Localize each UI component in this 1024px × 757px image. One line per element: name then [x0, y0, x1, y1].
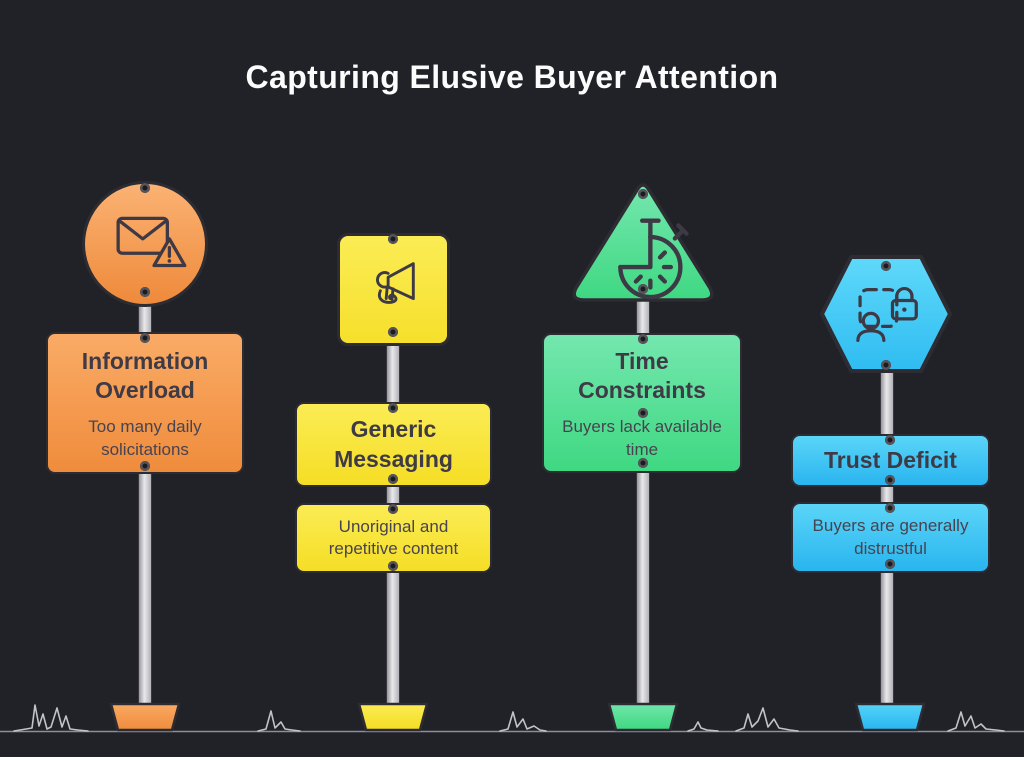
sign-title: Generic Messaging — [334, 416, 453, 472]
screw-icon — [388, 474, 398, 484]
triangle-shape-time-constraints — [572, 183, 714, 302]
screw-icon — [638, 408, 648, 418]
ground-and-bases — [0, 702, 1024, 733]
screw-icon — [885, 435, 895, 445]
screw-icon — [881, 261, 891, 271]
screw-icon — [885, 475, 895, 485]
sign-subtitle: Unoriginal and repetitive content — [328, 516, 459, 558]
signpost-pole-1 — [138, 245, 152, 710]
screw-icon — [638, 458, 648, 468]
page-title: Capturing Elusive Buyer Attention — [245, 59, 779, 96]
screw-icon — [140, 183, 150, 193]
sign-title: Time Constraints — [578, 348, 706, 404]
hexagon-shape-trust-deficit — [820, 255, 952, 373]
sign-subtitle: Too many daily solicitations — [88, 417, 202, 459]
base-trust-deficit — [854, 702, 926, 732]
screw-icon — [388, 327, 398, 337]
sign-time-constraints: Time Constraints Buyers lack available t… — [542, 333, 742, 473]
screw-icon — [885, 503, 895, 513]
sign-information-overload: Information Overload Too many daily soli… — [46, 332, 244, 474]
sign-subtitle: Buyers lack available time — [562, 417, 722, 459]
signpost-bases — [109, 702, 926, 732]
screw-icon — [388, 504, 398, 514]
sign-subtitle: Buyers are generally distrustful — [812, 516, 969, 558]
screw-icon — [388, 403, 398, 413]
megaphone-icon — [376, 262, 415, 304]
screw-icon — [638, 189, 648, 199]
sign-generic-messaging: Generic Messaging — [295, 402, 492, 487]
screw-icon — [140, 287, 150, 297]
sign-title: Information Overload — [81, 348, 209, 404]
sign-title: Trust Deficit — [824, 446, 957, 473]
person-lock-icon — [856, 287, 918, 343]
screw-icon — [140, 333, 150, 343]
circle-shape-information-overload — [82, 181, 208, 307]
stopwatch-icon — [618, 218, 689, 300]
screw-icon — [885, 559, 895, 569]
screw-icon — [638, 284, 648, 294]
base-information-overload — [109, 702, 181, 732]
email-alert-icon — [116, 216, 187, 268]
screw-icon — [140, 461, 150, 471]
base-time-constraints — [607, 702, 679, 732]
grass-tufts — [13, 704, 1005, 732]
screw-icon — [388, 234, 398, 244]
base-generic-messaging — [357, 702, 429, 732]
screw-icon — [638, 334, 648, 344]
screw-icon — [881, 360, 891, 370]
screw-icon — [388, 561, 398, 571]
